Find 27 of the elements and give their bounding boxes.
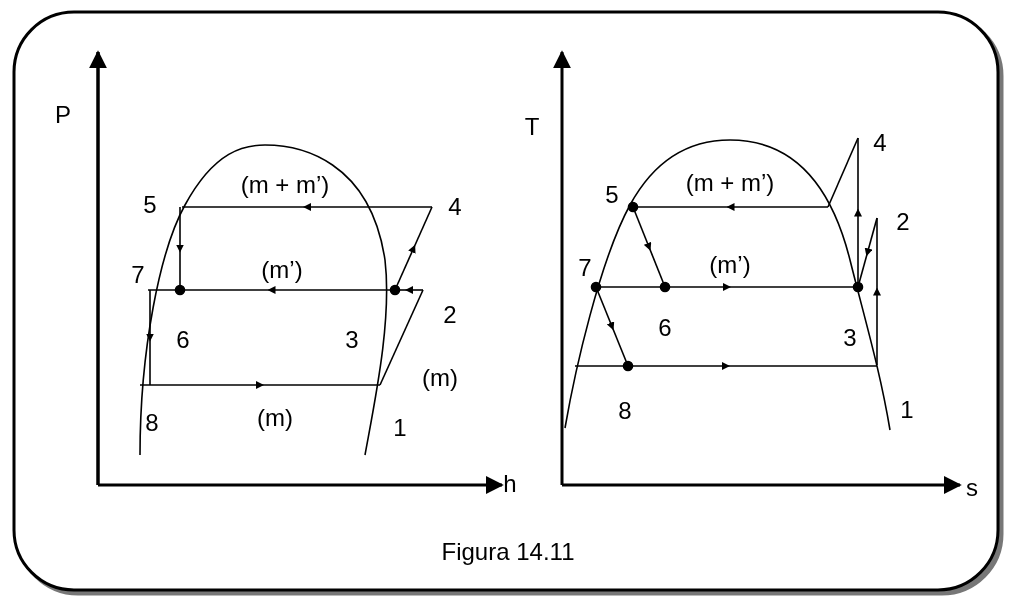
state-number: 7 [578, 255, 592, 281]
state-number: 4 [448, 194, 462, 220]
state-number: 7 [131, 262, 145, 288]
state-number: 8 [618, 398, 632, 424]
axis-label: h [503, 471, 517, 497]
state-number: 2 [896, 209, 910, 235]
axis-label: s [966, 475, 978, 501]
flow-label: (m’) [261, 257, 303, 283]
caption: Figura 14.11 [441, 539, 575, 565]
state-number: 8 [145, 410, 159, 436]
flow-label: (m) [257, 405, 293, 431]
state-number: 3 [345, 327, 359, 353]
state-number: 3 [843, 325, 857, 351]
state-number: 1 [900, 397, 914, 423]
state-number: 1 [393, 415, 407, 441]
flow-label: (m + m’) [685, 170, 775, 196]
state-number: 6 [176, 327, 190, 353]
flow-label: (m’) [709, 252, 751, 278]
state-number: 4 [873, 130, 887, 156]
state-number: 2 [443, 302, 457, 328]
state-number: 6 [658, 315, 672, 341]
state-number: 5 [605, 182, 619, 208]
state-number: 5 [143, 192, 157, 218]
axis-label: T [524, 114, 540, 140]
flow-label: (m + m’) [240, 172, 330, 198]
flow-label: (m) [422, 365, 458, 391]
axis-label: P [55, 102, 71, 128]
